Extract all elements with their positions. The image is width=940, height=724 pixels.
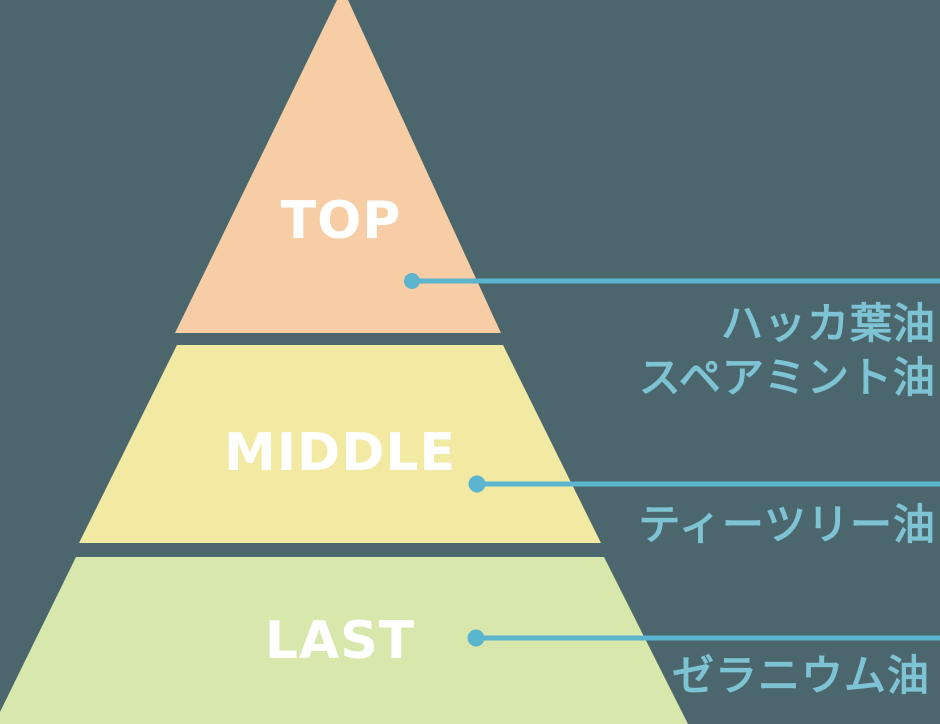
connector-dot-last-icon	[467, 629, 485, 647]
note-label-middle: ティーツリー油	[638, 500, 936, 549]
tier-label-last: LAST	[265, 611, 415, 671]
connector-dot-middle-icon	[468, 475, 486, 493]
note-label-top-1: ハッカ葉油	[721, 299, 936, 348]
note-label-last: ゼラニウム油	[672, 651, 930, 700]
pyramid-tier-last	[0, 557, 688, 724]
pyramid-tier-middle	[79, 345, 601, 543]
note-label-top-2: スペアミント油	[639, 353, 936, 402]
tier-label-top: TOP	[281, 191, 402, 251]
tier-label-middle: MIDDLE	[224, 423, 456, 483]
pyramid-tier-top	[175, 0, 501, 333]
connector-dot-top-icon	[404, 273, 420, 289]
